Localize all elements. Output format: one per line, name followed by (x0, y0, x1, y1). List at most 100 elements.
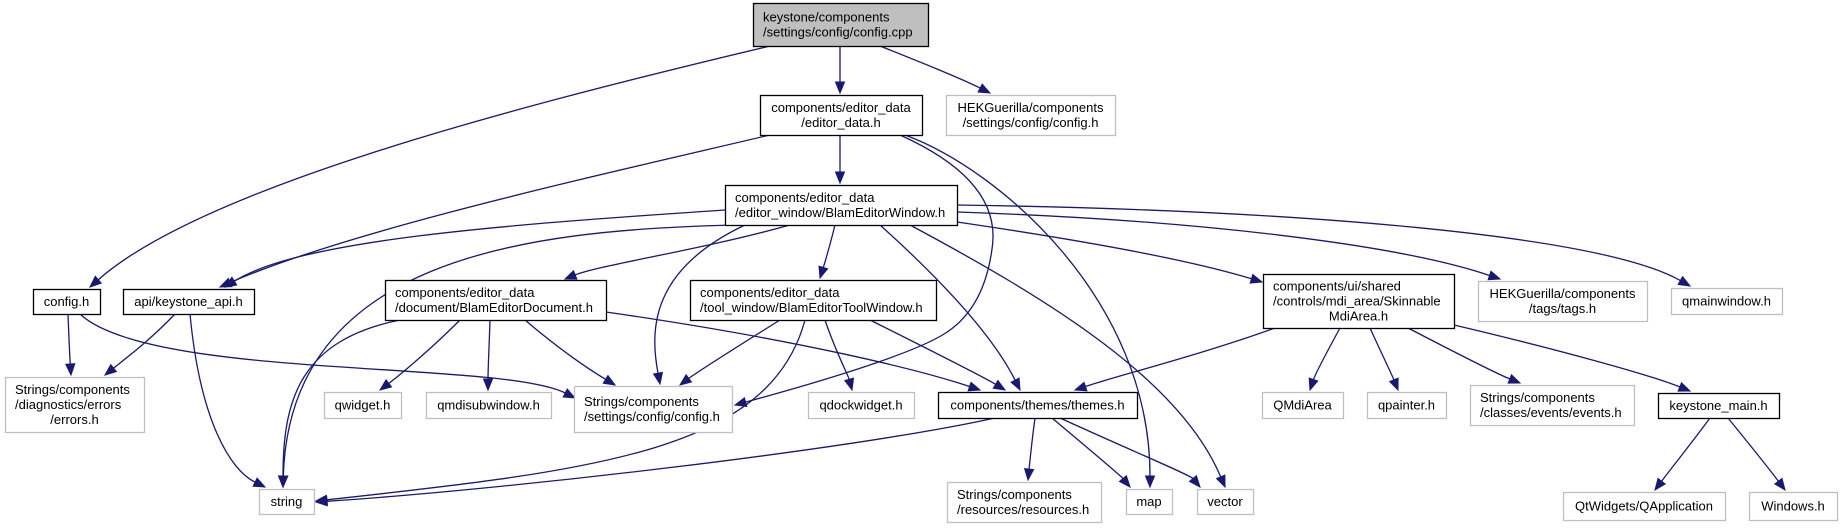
edges-layer (65, 45, 1786, 507)
node-components-editor-data-document-blameditordocument-h[interactable]: components/editor_data/document/BlamEdit… (384, 279, 608, 322)
edge-components-themes-themes-h-to-map (1051, 417, 1131, 489)
node-label: HEKGuerilla/components (1490, 286, 1636, 301)
node-hekguerilla-components-settings-config-config-h: HEKGuerilla/components/settings/config/c… (945, 94, 1117, 137)
node-label: Strings/components (957, 487, 1072, 502)
node-qwidget-h: qwidget.h (323, 391, 403, 420)
edge-keystone-components-settings-config-config-cpp-to-config-h (89, 45, 771, 288)
node-strings-components-settings-config-config-h: Strings/components/settings/config/confi… (573, 385, 734, 434)
edge-components-editor-data-editor-window-blameditorwindow-h-to-components-ui-shared-controls-mdi-area-skinnablemdiarea-h (956, 221, 1264, 284)
node-qmdisubwindow-h: qmdisubwindow.h (425, 391, 553, 420)
node-box (1477, 280, 1649, 323)
edge-api-keystone-api-h-to-string (189, 313, 267, 488)
node-label: HEKGuerilla/components (958, 100, 1104, 115)
node-qtwidgets-qapplication: QtWidgets/QApplication (1562, 491, 1727, 522)
edge-line (1059, 417, 1194, 480)
edge-keystone-components-settings-config-config-cpp-to-hekguerilla-components-settings-config-config-h (879, 45, 992, 94)
edge-line (605, 311, 970, 388)
edge-keystone-main-h-to-windows-h (1727, 417, 1786, 492)
node-label: MdiArea.h (1329, 309, 1388, 324)
edge-line (654, 224, 746, 374)
arrowhead-icon (562, 388, 577, 399)
edge-line (956, 211, 1490, 277)
edge-line (956, 204, 1681, 282)
node-label: QMdiArea (1273, 398, 1332, 413)
node-label: api/keystone_api.h (134, 294, 242, 309)
arrowhead-icon (602, 374, 617, 386)
arrowhead-icon (563, 269, 578, 280)
node-box (122, 288, 256, 316)
edge-components-ui-shared-controls-mdi-area-skinnablemdiarea-h-to-components-themes-themes-h (1073, 327, 1276, 392)
arrowhead-icon (992, 379, 1007, 391)
edge-config-h-to-strings-components-diagnostics-errors-errors-h (65, 313, 76, 377)
edge-line (79, 313, 566, 394)
arrowhead-icon (482, 378, 494, 392)
arrowhead-icon (1144, 475, 1156, 489)
edge-line (879, 224, 1016, 381)
node-components-themes-themes-h[interactable]: components/themes/themes.h (937, 391, 1139, 420)
edge-line (1369, 327, 1395, 381)
edge-line (869, 319, 996, 385)
arrowhead-icon (977, 83, 992, 94)
node-label: components/editor_data (700, 285, 840, 300)
node-components-ui-shared-controls-mdi-area-skinnablemdiarea-h[interactable]: components/ui/shared/controls/mdi_area/S… (1262, 273, 1456, 330)
edge-components-editor-data-tool-window-blameditortoolwindow-h-to-components-themes-themes-h (869, 319, 1007, 391)
node-label: /settings/config/config.h (963, 115, 1099, 130)
node-qdockwidget-h: qdockwidget.h (807, 391, 916, 420)
arrowhead-icon (103, 363, 118, 376)
node-label: QtWidgets/QApplication (1575, 499, 1713, 514)
node-label: components/editor_data (735, 190, 875, 205)
node-box (1196, 488, 1255, 516)
node-label: /settings/config/config.cpp (763, 25, 913, 40)
node-box (1261, 391, 1345, 420)
arrowhead-icon (834, 171, 846, 185)
node-box (937, 391, 1139, 420)
edge-components-editor-data-document-blameditordocument-h-to-components-themes-themes-h (605, 311, 982, 392)
node-box (1670, 287, 1784, 316)
edge-line (745, 134, 994, 403)
node-label: /editor_data.h (801, 115, 881, 130)
node-box (1262, 273, 1456, 330)
arrowhead-icon (314, 496, 328, 507)
node-box (1562, 491, 1727, 522)
edge-line (1407, 327, 1511, 380)
node-components-editor-data-editor-data-h[interactable]: components/editor_data/editor_data.h (759, 94, 924, 137)
node-keystone-components-settings-config-config-cpp: keystone/components/settings/config/conf… (752, 2, 930, 48)
node-box (724, 184, 959, 227)
edge-components-editor-data-tool-window-blameditortoolwindow-h-to-qdockwidget-h (824, 319, 855, 392)
node-qmainwindow-h: qmainwindow.h (1670, 287, 1784, 316)
node-label: /tags/tags.h (1529, 301, 1596, 316)
edge-line (1028, 417, 1036, 470)
node-config-h[interactable]: config.h (32, 288, 102, 316)
node-box (689, 279, 938, 322)
node-qpainter-h: qpainter.h (1366, 391, 1448, 420)
node-label: Strings/components (1480, 390, 1595, 405)
edge-line (1661, 417, 1711, 482)
edge-config-h-to-strings-components-settings-config-config-h (79, 313, 577, 399)
arrowhead-icon (1677, 275, 1692, 287)
node-label: components/themes/themes.h (950, 398, 1124, 413)
edge-api-keystone-api-h-to-strings-components-diagnostics-errors-errors-h (103, 313, 176, 376)
edge-line (824, 319, 850, 380)
edge-line (282, 224, 736, 477)
node-keystone-main-h[interactable]: keystone_main.h (1657, 392, 1781, 420)
arrowhead-icon (1215, 474, 1226, 489)
arrowhead-icon (1118, 474, 1131, 489)
edge-components-editor-data-document-blameditordocument-h-to-strings-components-settings-config-config-h (524, 319, 617, 386)
edge-components-editor-data-editor-window-blameditorwindow-h-to-string (278, 224, 736, 489)
node-box (425, 391, 553, 420)
node-label: map (1136, 494, 1161, 509)
arrowhead-icon (1249, 273, 1264, 284)
node-api-keystone-api-h[interactable]: api/keystone_api.h (122, 288, 256, 316)
node-strings-components-classes-events-events-h: Strings/components/classes/events/events… (1469, 384, 1636, 427)
node-components-editor-data-tool-window-blameditortoolwindow-h[interactable]: components/editor_data/tool_window/BlamE… (689, 279, 938, 322)
edge-components-editor-data-editor-data-h-to-map (904, 134, 1156, 489)
node-components-editor-data-editor-window-blameditorwindow-h[interactable]: components/editor_data/editor_window/Bla… (724, 184, 959, 227)
edge-components-editor-data-document-blameditordocument-h-to-string (277, 319, 401, 489)
edge-components-editor-data-editor-window-blameditorwindow-h-to-hekguerilla-components-tags-tags-h (956, 211, 1502, 281)
edge-line (1727, 417, 1779, 482)
node-label: components/editor_data (771, 100, 911, 115)
node-box (258, 488, 316, 516)
edge-line (879, 45, 981, 89)
node-label: components/editor_data (395, 285, 535, 300)
node-label: qdockwidget.h (819, 398, 902, 413)
